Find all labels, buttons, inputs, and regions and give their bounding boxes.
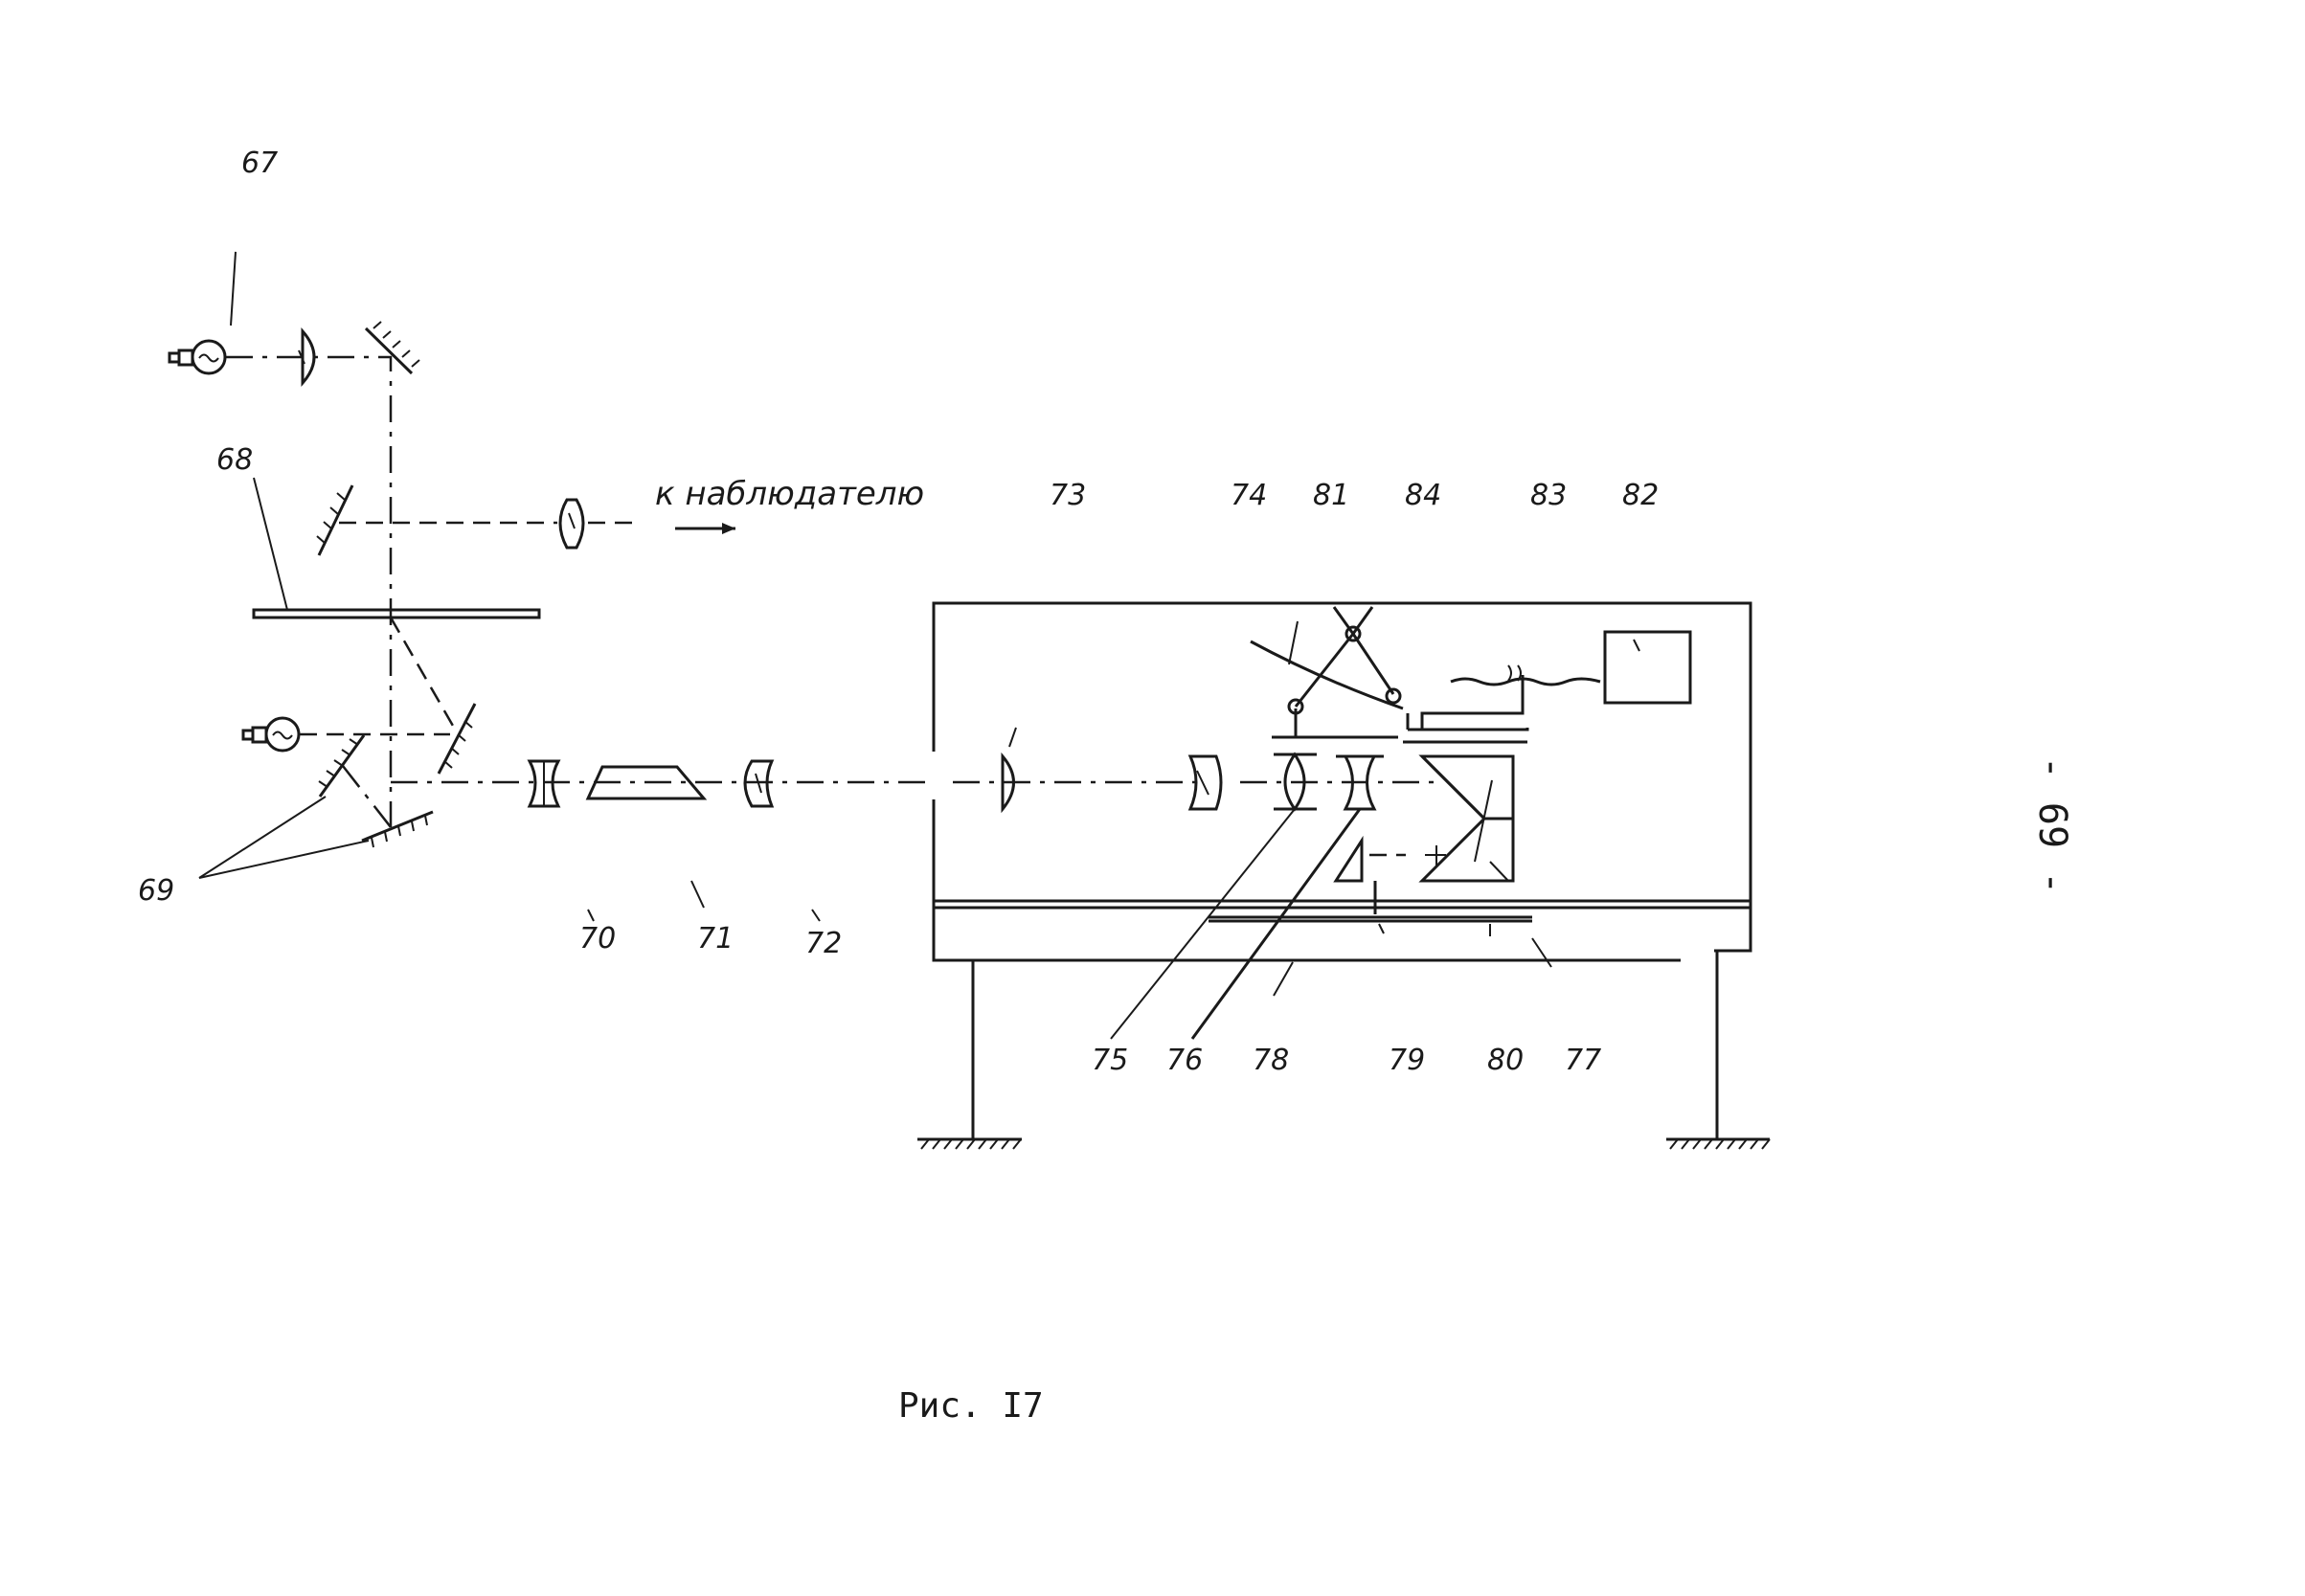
lens-carriage — [1272, 698, 1398, 739]
right-support-leg — [1666, 951, 1771, 1150]
figure-caption: Рис. I7 — [898, 1386, 1044, 1426]
objective-lens-73-icon — [1001, 727, 1017, 814]
prism-block-84 — [1403, 728, 1529, 883]
label-79: 79 — [1389, 1044, 1425, 1077]
label-69: 69 — [138, 874, 174, 908]
small-prism-79 — [1333, 835, 1446, 914]
lens-76-icon — [1336, 754, 1384, 811]
upper-fold-mirror-icon — [364, 321, 420, 375]
lens-72-icon — [743, 759, 775, 808]
label-76: 76 — [1166, 1044, 1203, 1077]
instrument-housing — [932, 601, 1752, 962]
label-75: 75 — [1092, 1044, 1128, 1077]
label-84: 84 — [1405, 479, 1441, 512]
label-72: 72 — [805, 927, 842, 960]
label-83: 83 — [1530, 479, 1567, 512]
label-78: 78 — [1253, 1044, 1289, 1077]
left-support-leg — [917, 960, 1022, 1150]
label-77: 77 — [1565, 1044, 1601, 1077]
observer-beamsplitter-icon — [316, 484, 354, 556]
lower-beamsplitter-icon — [437, 703, 477, 775]
scale-rail-80 — [1209, 915, 1532, 923]
to-observer-arrow-icon — [675, 523, 735, 534]
leader-lines — [198, 251, 1552, 1040]
recorder-box-82 — [1406, 630, 1692, 730]
lower-lamp-icon — [241, 716, 301, 753]
label-67: 67 — [241, 146, 278, 180]
mirror-69-lower-icon — [361, 810, 434, 848]
mirror-69-upper-icon — [318, 734, 366, 798]
upper-beam-path — [226, 355, 393, 823]
observer-text: к наблюдателю — [655, 475, 924, 513]
label-70: 70 — [579, 922, 616, 955]
page-number: - 69 - — [2030, 756, 2074, 895]
label-73: 73 — [1050, 479, 1086, 512]
label-80: 80 — [1487, 1044, 1524, 1077]
object-plate-68 — [252, 608, 541, 619]
lens-74-icon — [1187, 754, 1223, 811]
label-68: 68 — [216, 443, 253, 477]
eyepiece-lens-icon — [558, 498, 585, 550]
prism-71-icon — [585, 765, 708, 800]
lens-doublet-70-icon — [527, 759, 561, 808]
label-81: 81 — [1313, 479, 1349, 512]
upper-lamp-icon — [168, 339, 227, 375]
label-82: 82 — [1622, 479, 1659, 512]
label-71: 71 — [697, 922, 734, 955]
lever-mechanism-81 — [1250, 606, 1404, 710]
label-74: 74 — [1231, 479, 1267, 512]
